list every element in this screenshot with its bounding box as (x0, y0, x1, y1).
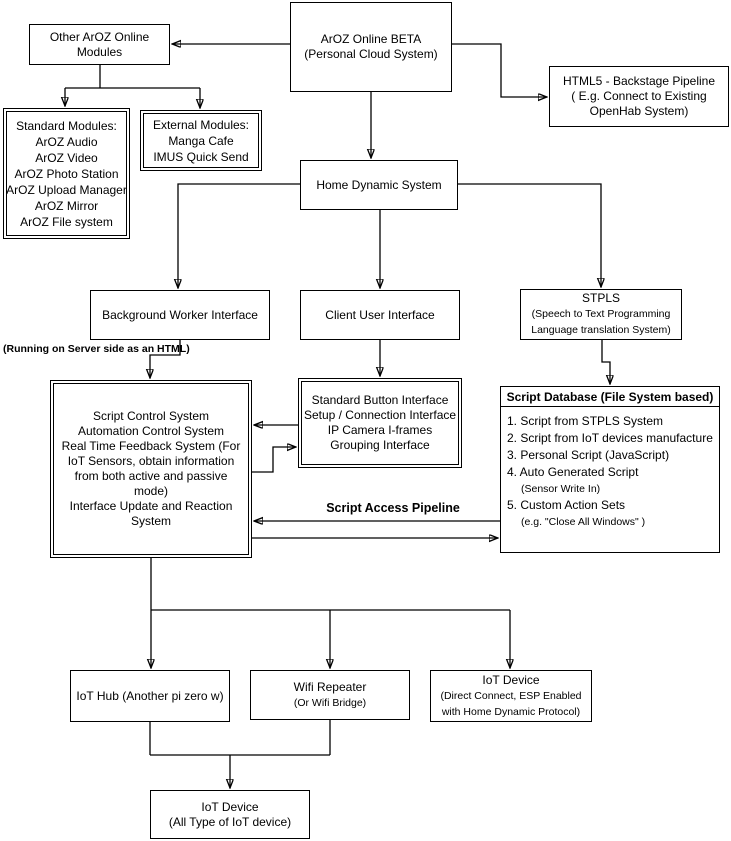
node-text: Home Dynamic System (316, 177, 442, 192)
edge-background-worker-to-script-control (150, 340, 181, 378)
edge-aroz-to-html5 (452, 43, 547, 97)
node-other-aroz-online-modules: Other ArOZ Online Modules (29, 24, 170, 65)
node-text: Interface Update and Reaction (69, 499, 233, 513)
node-text: (Speech to Text Programming (531, 308, 671, 320)
node-text: from both active and passive (74, 469, 228, 483)
script-database-list: 1. Script from STPLS System 2. Script fr… (501, 407, 719, 530)
node-text: OpenHab System) (589, 104, 689, 118)
node-text: Client User Interface (325, 307, 435, 322)
node-text: IMUS Quick Send (153, 149, 249, 164)
node-text: Standard Button Interface (311, 393, 449, 407)
node-text: IoT Hub (Another pi zero w) (76, 688, 224, 703)
node-text: Modules (76, 44, 123, 59)
node-text: Script Control System (92, 409, 210, 423)
node-text: Grouping Interface (330, 438, 430, 452)
node-text: IoT Sensors, obtain information (67, 454, 235, 468)
node-external-modules: External Modules: Manga Cafe IMUS Quick … (140, 110, 262, 171)
edge-script-control-to-standard-button (252, 447, 296, 473)
node-text: (Or Wifi Bridge) (293, 696, 367, 709)
node-text: ArOZ File system (20, 214, 113, 229)
node-text: ArOZ Mirror (34, 198, 99, 213)
node-standard-button-interface: Standard Button Interface Setup / Connec… (298, 378, 462, 468)
node-text: Other ArOZ Online (49, 29, 150, 44)
node-text: Language translation System) (531, 324, 671, 336)
node-title: IoT Device (482, 672, 540, 687)
node-iot-hub: IoT Hub (Another pi zero w) (70, 670, 230, 722)
node-text: (All Type of IoT device) (168, 814, 292, 829)
node-background-worker-interface: Background Worker Interface (90, 290, 270, 340)
list-item-note: (Sensor Write In) (521, 483, 601, 495)
node-wifi-repeater: Wifi Repeater (Or Wifi Bridge) (250, 670, 410, 720)
list-item: 4. Auto Generated Script (507, 465, 639, 479)
edge-home-dynamic-to-background-worker (178, 183, 300, 288)
node-text: (Direct Connect, ESP Enabled (440, 689, 582, 702)
node-text: ( E.g. Connect to Existing (571, 89, 707, 103)
node-text: System (130, 514, 171, 528)
list-item-note: (e.g. "Close All Windows" ) (521, 516, 646, 528)
node-stpls: STPLS (Speech to Text Programming Langua… (520, 289, 682, 340)
edge-home-dynamic-to-stpls (458, 183, 601, 287)
node-text: Automation Control System (77, 424, 225, 438)
node-text: Standard Modules: (16, 118, 117, 133)
node-text: External Modules: (152, 117, 250, 132)
node-standard-modules: Standard Modules: ArOZ Audio ArOZ Video … (3, 108, 130, 239)
list-item: 5. Custom Action Sets (507, 498, 626, 512)
node-title: STPLS (581, 291, 620, 305)
node-text: ArOZ Audio (35, 134, 98, 149)
script-access-pipeline-label: Script Access Pipeline (326, 501, 460, 515)
node-text: Setup / Connection Interface (303, 408, 457, 422)
list-item: 1. Script from STPLS System (507, 414, 664, 428)
node-home-dynamic-system: Home Dynamic System (300, 160, 458, 210)
edge-stpls-to-script-database (601, 340, 610, 384)
running-on-server-note: (Running on Server side as an HTML) (3, 343, 190, 355)
script-database-title: Script Database (File System based) (501, 387, 719, 407)
list-item: 2. Script from IoT devices manufacture (507, 431, 713, 445)
node-title: Wifi Repeater (293, 679, 367, 694)
node-text: HTML5 - Backstage Pipeline (562, 74, 716, 88)
node-iot-device-all: IoT Device (All Type of IoT device) (150, 790, 310, 839)
node-iot-device-direct: IoT Device (Direct Connect, ESP Enabled … (430, 670, 592, 722)
node-text: mode) (133, 484, 168, 498)
list-item: 3. Personal Script (JavaScript) (507, 448, 670, 462)
node-script-database: Script Database (File System based) 1. S… (500, 386, 720, 553)
node-client-user-interface: Client User Interface (300, 290, 460, 340)
node-text: (Personal Cloud System) (304, 47, 438, 61)
node-text: IoT Device (201, 799, 259, 814)
node-aroz-online-beta: ArOZ Online BETA (Personal Cloud System) (290, 2, 452, 92)
node-text: ArOZ Photo Station (14, 166, 119, 181)
node-text: with Home Dynamic Protocol) (441, 705, 581, 718)
node-text: ArOZ Online BETA (320, 32, 422, 46)
node-text: ArOZ Video (35, 150, 98, 165)
node-text: IP Camera I-frames (327, 423, 433, 437)
node-script-control-system: Script Control System Automation Control… (50, 380, 252, 558)
node-text: Manga Cafe (168, 133, 234, 148)
node-text: Background Worker Interface (102, 307, 258, 322)
node-text: Real Time Feedback System (For (61, 439, 241, 453)
node-text: ArOZ Upload Manager (6, 182, 127, 197)
node-html5-backstage-pipeline: HTML5 - Backstage Pipeline ( E.g. Connec… (549, 66, 729, 127)
